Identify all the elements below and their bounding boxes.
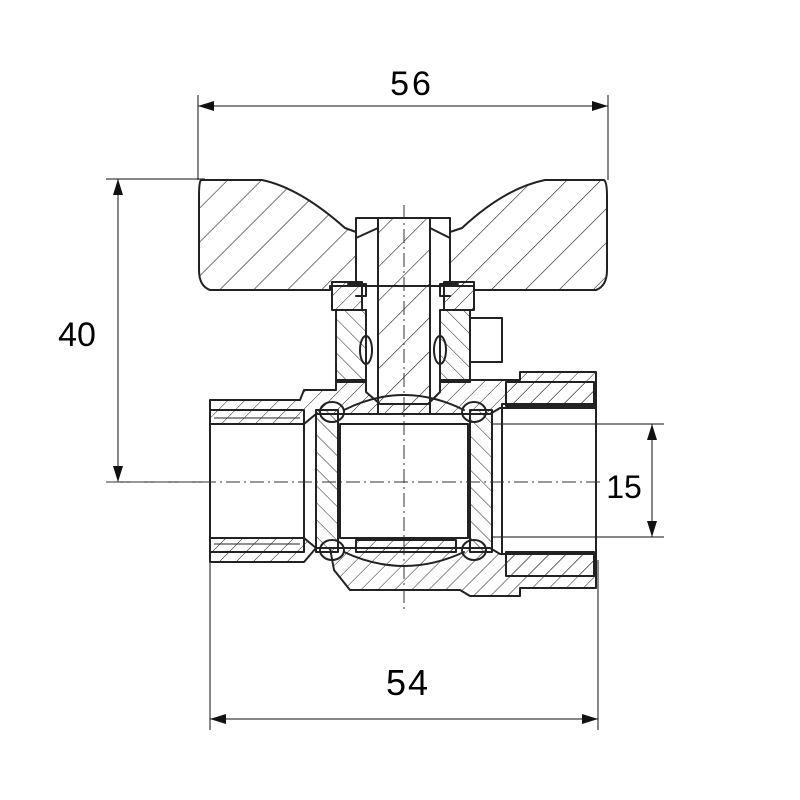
bonnet-left <box>335 309 367 383</box>
handle-right-wing <box>449 179 608 291</box>
stem-cap-right <box>429 227 451 239</box>
arrow-right <box>592 101 608 111</box>
outlet-thread-bottom <box>505 551 595 577</box>
seat-right <box>469 409 493 553</box>
butterfly-handle <box>198 179 608 311</box>
overall-height-label: 40 <box>58 316 96 354</box>
seat-seal-top-right <box>461 401 487 423</box>
ball-bore <box>339 423 469 539</box>
valve-bonnet <box>335 309 503 383</box>
valve-body <box>106 371 600 597</box>
outlet-thread-top <box>505 381 595 407</box>
seat-seal-top-left <box>319 401 345 423</box>
arrow-left <box>198 101 214 111</box>
dimension-body-length: 54 <box>209 560 599 730</box>
dimension-overall-height: 40 <box>58 178 205 483</box>
valve-stem <box>355 205 451 610</box>
arrow-left <box>210 714 226 724</box>
stem-cap-left <box>355 227 379 239</box>
body-upper-shell <box>209 371 597 425</box>
stem-o-ring-left <box>359 335 373 365</box>
inlet-end <box>209 409 305 553</box>
handle-tab-right <box>439 283 459 297</box>
stem-o-ring-right <box>433 335 447 365</box>
bore-label: 15 <box>606 469 642 505</box>
stop-pin <box>469 317 503 363</box>
bonnet-right <box>439 309 471 383</box>
arrow-top <box>647 424 657 440</box>
handle-left-wing <box>198 179 357 291</box>
dimension-bore: 15 <box>492 423 664 538</box>
dimension-handle-width: 56 <box>197 65 609 180</box>
seat-left <box>315 409 339 553</box>
seat-seal-bottom-right <box>461 539 487 561</box>
handle-width-label: 56 <box>390 65 434 103</box>
body-length-label: 54 <box>386 662 430 703</box>
handle-tab-left <box>347 283 367 297</box>
outlet-end <box>501 403 597 555</box>
ball-bottom-arc <box>343 551 465 567</box>
ball-top-arc <box>343 394 465 411</box>
arrow-bottom <box>647 521 657 537</box>
arrow-right <box>582 714 598 724</box>
ball-slot-bottom <box>355 539 457 553</box>
seat-seal-bottom-left <box>319 539 345 561</box>
arrow-bottom <box>113 466 123 482</box>
arrow-top <box>113 179 123 195</box>
